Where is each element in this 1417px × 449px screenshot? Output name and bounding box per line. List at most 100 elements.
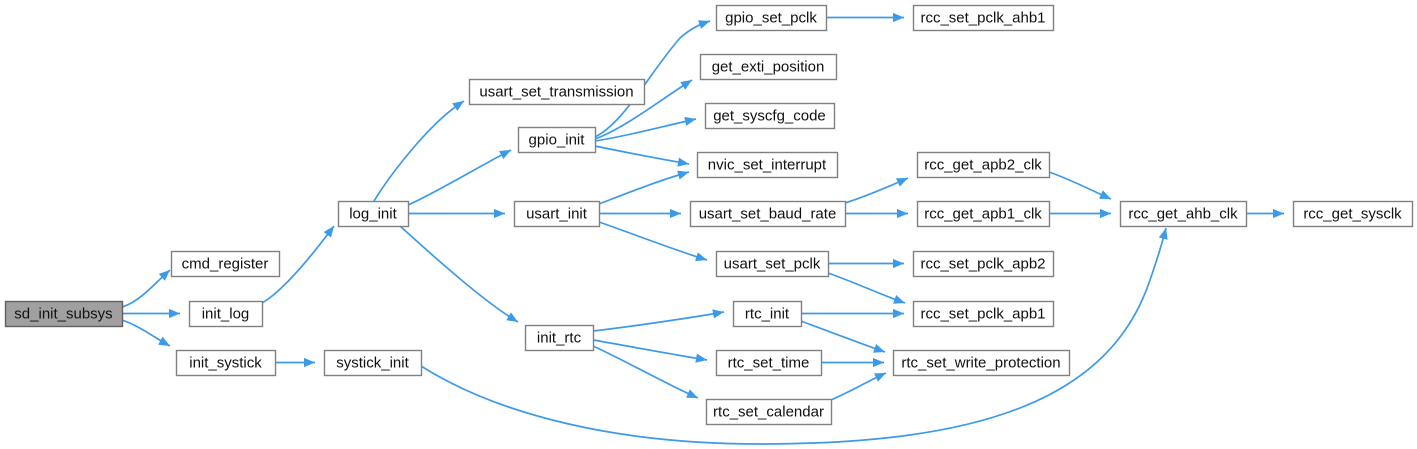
arrowhead: [677, 170, 689, 180]
node-rcc_get_apb1_clk[interactable]: rcc_get_apb1_clk: [916, 200, 1051, 228]
node-rtc_set_write_protection[interactable]: rtc_set_write_protection: [892, 349, 1071, 377]
node-rcc_get_apb2_clk[interactable]: rcc_get_apb2_clk: [916, 151, 1051, 179]
arrowhead: [874, 373, 886, 382]
node-systick_init[interactable]: systick_init: [323, 349, 423, 377]
node-rcc_get_ahb_clk[interactable]: rcc_get_ahb_clk: [1119, 200, 1248, 228]
node-box-nvic_set_interrupt[interactable]: [696, 151, 839, 179]
node-log_init[interactable]: log_init: [337, 200, 410, 228]
edge-init_log-to-log_init: [261, 225, 335, 304]
node-box-rcc_get_ahb_clk[interactable]: [1119, 200, 1248, 228]
node-get_syscfg_code[interactable]: get_syscfg_code: [704, 102, 836, 130]
edge-rtc_init-to-rtc_set_write_protection: [800, 320, 886, 353]
node-box-usart_set_pclk[interactable]: [715, 250, 830, 278]
edge-init_rtc-to-rtc_init: [592, 309, 725, 332]
node-box-rtc_set_write_protection[interactable]: [892, 349, 1071, 377]
node-box-rcc_set_pclk_apb2[interactable]: [912, 250, 1055, 278]
edge-rtc_init-to-rcc_set_pclk_apb1: [801, 308, 904, 319]
edge-gpio_init-to-nvic_set_interrupt: [594, 145, 690, 167]
node-gpio_init[interactable]: gpio_init: [517, 126, 597, 154]
edge-usart_set_pclk-to-rcc_set_pclk_apb1: [827, 272, 906, 304]
node-usart_init[interactable]: usart_init: [513, 200, 601, 228]
node-box-usart_init[interactable]: [513, 200, 601, 228]
node-box-rcc_get_sysclk[interactable]: [1292, 200, 1414, 228]
edge-init_rtc-to-rtc_set_calendar: [592, 345, 699, 399]
arrowhead: [169, 308, 180, 319]
node-box-sd_init_subsys[interactable]: [4, 300, 124, 328]
node-box-gpio_set_pclk[interactable]: [715, 4, 828, 32]
edge-gpio_init-to-gpio_set_pclk: [594, 20, 711, 138]
node-init_log[interactable]: init_log: [188, 300, 264, 328]
node-box-rcc_set_pclk_ahb1[interactable]: [912, 4, 1055, 32]
edge-rtc_set_time-to-rtc_set_write_protection: [821, 357, 884, 368]
arrowhead: [873, 344, 885, 353]
edge-layer: [121, 12, 1284, 445]
node-box-get_syscfg_code[interactable]: [704, 102, 836, 130]
edge-log_init-to-gpio_init: [407, 149, 512, 206]
node-rtc_set_time[interactable]: rtc_set_time: [715, 349, 823, 377]
arrowhead: [506, 312, 518, 322]
edge-gpio_init-to-get_exti_position: [594, 79, 693, 140]
node-usart_set_pclk[interactable]: usart_set_pclk: [715, 250, 830, 278]
node-box-init_rtc[interactable]: [524, 324, 595, 352]
node-box-init_systick[interactable]: [175, 349, 277, 377]
node-box-init_log[interactable]: [188, 300, 264, 328]
node-gpio_set_pclk[interactable]: gpio_set_pclk: [715, 4, 828, 32]
node-usart_set_transmission[interactable]: usart_set_transmission: [468, 78, 646, 106]
arrowhead: [695, 353, 707, 363]
node-rcc_set_pclk_apb2[interactable]: rcc_set_pclk_apb2: [912, 250, 1055, 278]
arrowhead: [893, 295, 905, 304]
node-rcc_get_sysclk[interactable]: rcc_get_sysclk: [1292, 200, 1414, 228]
node-get_exti_position[interactable]: get_exti_position: [699, 53, 838, 81]
arrowhead: [893, 258, 904, 269]
edge-init_rtc-to-rtc_set_time: [592, 339, 708, 363]
node-box-rcc_get_apb2_clk[interactable]: [916, 151, 1051, 179]
arrowhead: [158, 270, 170, 281]
node-rcc_set_pclk_apb1[interactable]: rcc_set_pclk_apb1: [912, 300, 1055, 328]
edge-log_init-to-usart_init: [408, 208, 505, 219]
edge-log_init-to-init_rtc: [399, 225, 519, 323]
node-rtc_set_calendar[interactable]: rtc_set_calendar: [705, 398, 833, 426]
node-box-systick_init[interactable]: [323, 349, 423, 377]
node-box-get_exti_position[interactable]: [699, 53, 838, 81]
edge-sd_init_subsys-to-init_log: [122, 308, 180, 319]
arrowhead: [1100, 208, 1111, 219]
node-init_rtc[interactable]: init_rtc: [524, 324, 595, 352]
edge-systick_init-to-rcc_get_ahb_clk: [420, 227, 1168, 445]
arrowhead: [670, 208, 681, 219]
arrowhead: [897, 208, 908, 219]
arrowhead: [452, 101, 464, 111]
arrowhead: [686, 389, 698, 398]
node-nvic_set_interrupt[interactable]: nvic_set_interrupt: [696, 151, 839, 179]
node-box-rcc_set_pclk_apb1[interactable]: [912, 300, 1055, 328]
arrowhead: [499, 150, 511, 160]
node-box-rtc_set_calendar[interactable]: [705, 398, 833, 426]
node-box-rtc_set_time[interactable]: [715, 349, 823, 377]
arrowhead: [323, 226, 334, 238]
node-box-gpio_init[interactable]: [517, 126, 597, 154]
edge-usart_init-to-nvic_set_interrupt: [598, 170, 690, 205]
arrowhead: [684, 116, 696, 126]
edge-usart_init-to-usart_set_baud_rate: [599, 208, 681, 219]
node-sd_init_subsys[interactable]: sd_init_subsys: [4, 300, 124, 328]
node-box-cmd_register[interactable]: [170, 250, 281, 278]
node-cmd_register[interactable]: cmd_register: [170, 250, 281, 278]
node-rcc_set_pclk_ahb1[interactable]: rcc_set_pclk_ahb1: [912, 4, 1055, 32]
node-rtc_init[interactable]: rtc_init: [732, 300, 803, 328]
node-box-rcc_get_apb1_clk[interactable]: [916, 200, 1051, 228]
edge-rtc_set_calendar-to-rtc_set_write_protection: [830, 372, 887, 401]
node-box-usart_set_transmission[interactable]: [468, 78, 646, 106]
node-box-rtc_init[interactable]: [732, 300, 803, 328]
node-box-log_init[interactable]: [337, 200, 410, 228]
node-usart_set_baud_rate[interactable]: usart_set_baud_rate: [689, 200, 847, 228]
edge-rcc_get_ahb_clk-to-rcc_get_sysclk: [1246, 208, 1284, 219]
arrowhead: [1158, 228, 1168, 240]
arrowhead: [896, 178, 908, 187]
node-box-usart_set_baud_rate[interactable]: [689, 200, 847, 228]
arrowhead: [712, 309, 724, 319]
arrowhead: [494, 208, 505, 219]
node-layer: sd_init_subsys cmd_register init_log init_s…: [4, 4, 1414, 426]
arrowhead: [677, 157, 689, 167]
node-init_systick[interactable]: init_systick: [175, 349, 277, 377]
